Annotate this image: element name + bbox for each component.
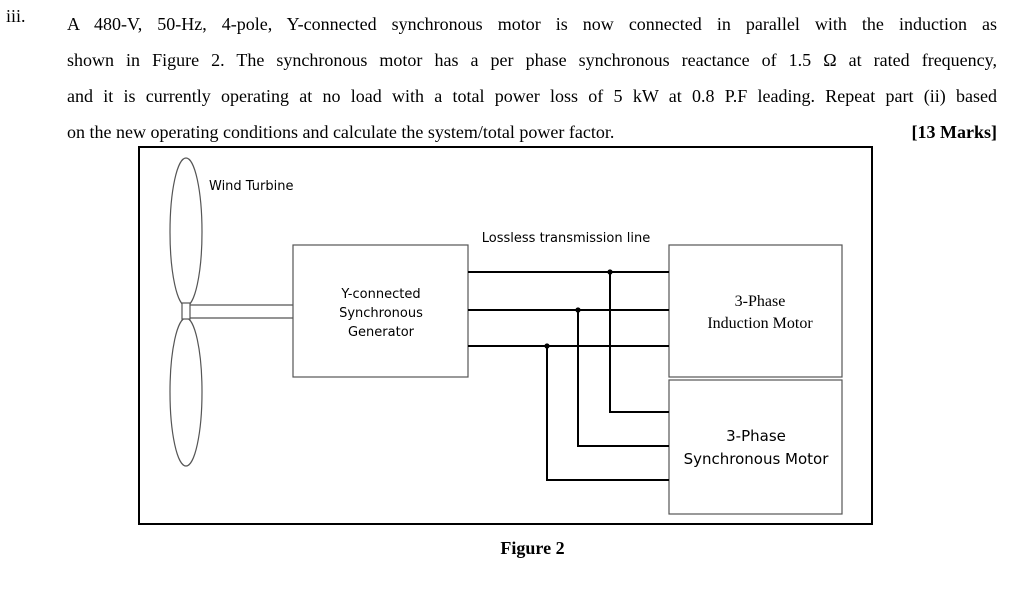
question-line-3: and it is currently operating at no load… (67, 86, 997, 106)
transmission-line-label: Lossless transmission line (482, 231, 650, 246)
junction-dots (544, 269, 613, 349)
wind-turbine-label: Wind Turbine (209, 179, 293, 194)
transmission-lines (468, 271, 669, 481)
question-line-1: A 480-V, 50-Hz, 4-pole, Y-connected sync… (67, 14, 997, 34)
marks-label: [13 Marks] (911, 122, 997, 142)
induction-motor-box (668, 244, 843, 378)
synchronous-motor-box (668, 379, 843, 515)
generator-label-3: Generator (348, 325, 415, 340)
generator-box (292, 244, 469, 378)
synchronous-motor-label-2: Synchronous Motor (684, 450, 830, 468)
generator-label-2: Synchronous (339, 306, 423, 321)
question-line-4: on the new operating conditions and calc… (67, 122, 615, 142)
wind-turbine-icon (169, 157, 293, 467)
induction-motor-label-1: 3-Phase (735, 293, 786, 310)
question-line-4-row: on the new operating conditions and calc… (67, 114, 997, 150)
question-number: iii. (6, 6, 26, 26)
induction-motor-label-2: Induction Motor (707, 315, 813, 332)
question-text: A 480-V, 50-Hz, 4-pole, Y-connected sync… (67, 6, 997, 150)
figure-caption: Figure 2 (500, 538, 565, 558)
generator-label-1: Y-connected (340, 287, 420, 302)
question-line-2: shown in Figure 2. The synchronous motor… (67, 50, 997, 70)
synchronous-motor-label-1: 3-Phase (726, 427, 786, 445)
